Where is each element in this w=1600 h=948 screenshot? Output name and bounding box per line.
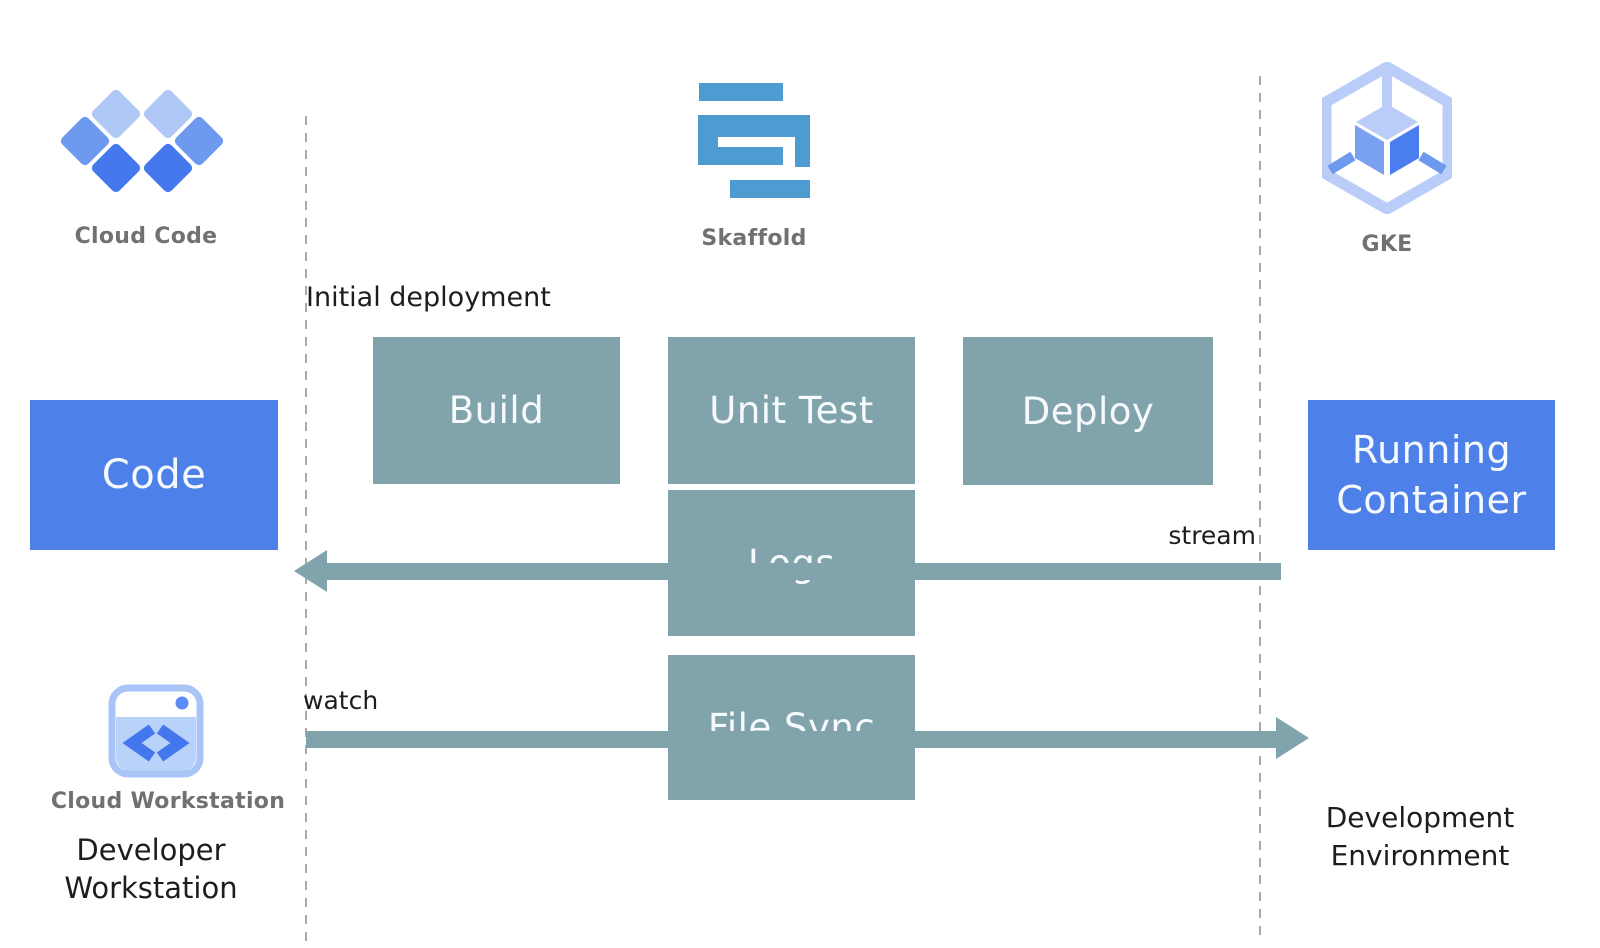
- skaffold-label: Skaffold: [701, 226, 807, 251]
- deploy-box: Deploy: [963, 337, 1213, 485]
- gke-label: GKE: [1361, 232, 1413, 257]
- developer-workstation-label: Developer Workstation: [64, 833, 238, 905]
- skaffold-icon: [698, 83, 810, 198]
- left-boundary-dashed-line: [305, 116, 307, 941]
- logs-stream-arrow-line: [322, 563, 1281, 580]
- code-box: Code: [30, 400, 278, 550]
- gke-icon: [1322, 62, 1452, 214]
- unit-test-box-label: Unit Test: [709, 389, 874, 432]
- unit-test-box: Unit Test: [668, 337, 915, 484]
- running-container-box-label: Running Container: [1336, 428, 1527, 522]
- development-environment-label: Development Environment: [1325, 801, 1515, 872]
- deploy-box-label: Deploy: [1021, 389, 1155, 433]
- watch-label: watch: [303, 686, 379, 715]
- build-box: Build: [373, 337, 620, 484]
- cloud-code-label: Cloud Code: [74, 224, 218, 249]
- initial-deployment-label: Initial deployment: [306, 282, 551, 313]
- code-box-label: Code: [101, 452, 207, 498]
- cloud-code-icon: [60, 89, 224, 193]
- cloud-workstation-label: Cloud Workstation: [50, 789, 286, 814]
- file-sync-box: File Sync: [668, 655, 915, 800]
- build-box-label: Build: [448, 389, 545, 432]
- logs-stream-arrowhead-left-icon: [294, 550, 327, 592]
- file-sync-arrow-line: [306, 731, 1278, 748]
- file-sync-arrowhead-right-icon: [1276, 717, 1309, 759]
- right-boundary-dashed-line: [1259, 76, 1261, 941]
- stream-label: stream: [1168, 521, 1256, 550]
- running-container-box: Running Container: [1308, 400, 1555, 550]
- cloud-workstation-icon: [108, 684, 204, 778]
